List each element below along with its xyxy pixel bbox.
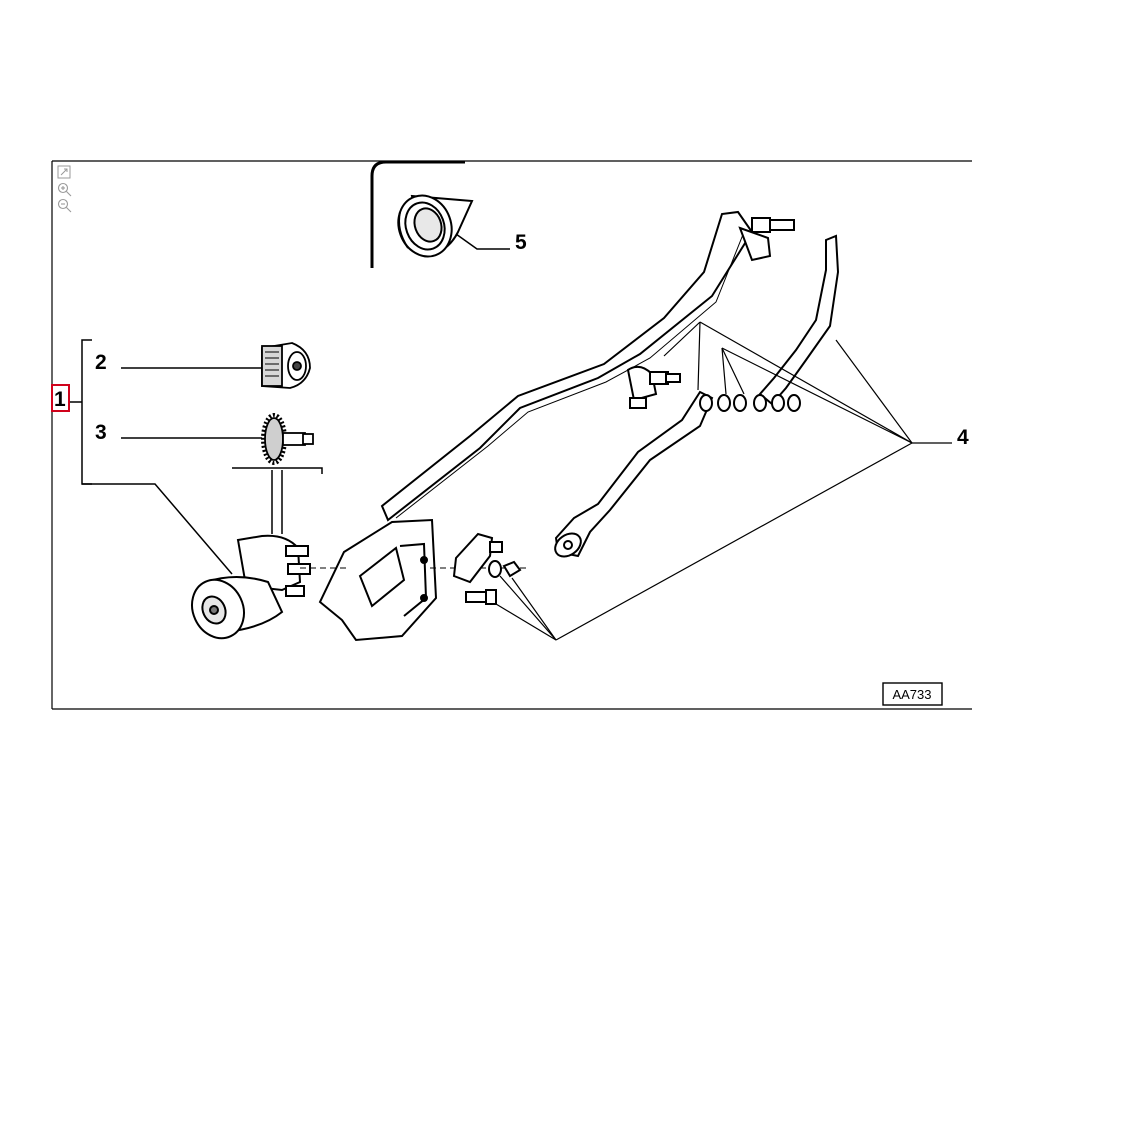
linkage-frame-drawing xyxy=(318,210,795,642)
callout-5[interactable]: 5 xyxy=(455,231,527,254)
callout-1-label: 1 xyxy=(54,388,66,411)
callout-2[interactable]: 2 xyxy=(95,351,262,374)
fit-to-window-icon[interactable] xyxy=(57,165,71,179)
reference-code-box: AA733 xyxy=(882,682,943,706)
callout-5-label: 5 xyxy=(515,231,527,254)
callout-4-label: 4 xyxy=(957,426,969,449)
reference-code-text: AA733 xyxy=(892,687,931,702)
part-2-gear-housing-drawing xyxy=(261,342,311,389)
diagram-frame xyxy=(51,160,972,710)
callout-1-selection-box xyxy=(51,384,70,412)
callout-2-label: 2 xyxy=(95,351,107,374)
callout-3-label: 3 xyxy=(95,421,107,444)
part-3-gear-shaft-drawing xyxy=(261,413,314,465)
zoom-out-icon[interactable] xyxy=(57,198,72,213)
zoom-in-icon[interactable] xyxy=(57,182,72,197)
callout-4-leaders xyxy=(495,321,952,641)
wiper-motor-drawing xyxy=(191,534,311,640)
part-5-bushing-drawing xyxy=(397,194,474,258)
part-4-rods-hardware-drawing xyxy=(452,234,840,605)
callout-3[interactable]: 3 xyxy=(95,421,262,444)
callout-1[interactable]: 1 xyxy=(51,384,70,412)
inset-box xyxy=(370,160,465,268)
gear-motor-bracket xyxy=(232,467,323,534)
callout-5-leader xyxy=(455,233,510,250)
callout-4[interactable]: 4 xyxy=(495,321,969,641)
group-1-bracket xyxy=(70,339,233,575)
